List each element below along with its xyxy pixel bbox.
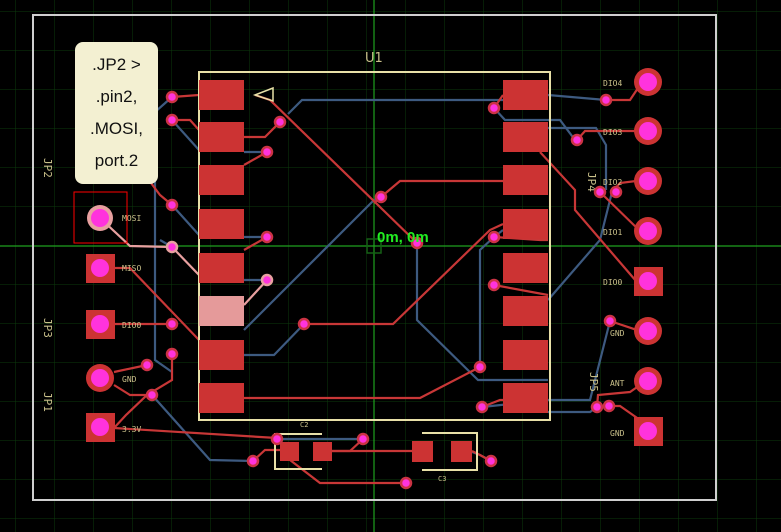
pin-label: MOSI bbox=[122, 214, 141, 223]
pin-label: DIO1 bbox=[603, 228, 622, 237]
jp5-label: JP5 bbox=[587, 372, 600, 392]
pad[interactable] bbox=[503, 383, 548, 413]
pin-label: MISO bbox=[122, 264, 141, 273]
tooltip-line: .MOSI, bbox=[90, 119, 143, 138]
u1-right-pads[interactable] bbox=[503, 80, 548, 413]
vias bbox=[140, 90, 623, 490]
pad-hole bbox=[91, 369, 109, 387]
c3-label: C3 bbox=[438, 475, 446, 483]
pad[interactable] bbox=[503, 253, 548, 283]
pad[interactable] bbox=[451, 441, 472, 462]
pin-label: GND bbox=[610, 429, 625, 438]
pad-hole bbox=[639, 272, 657, 290]
pad-hole bbox=[91, 209, 109, 227]
c2-outline bbox=[274, 433, 322, 470]
jp3-label: JP3 bbox=[41, 318, 54, 338]
pad[interactable] bbox=[199, 209, 244, 239]
pad[interactable] bbox=[313, 442, 332, 461]
pin-label: DIO0 bbox=[122, 321, 141, 330]
pad-hole bbox=[91, 418, 109, 436]
pad[interactable] bbox=[199, 253, 244, 283]
header-jp5[interactable]: JP5 GND ANT GND bbox=[587, 317, 663, 446]
u1-left-pads[interactable] bbox=[199, 80, 244, 413]
pad-hole bbox=[639, 322, 657, 340]
jp4-label: JP4 bbox=[585, 172, 598, 192]
pad-highlighted[interactable] bbox=[199, 296, 244, 326]
pad[interactable] bbox=[503, 209, 548, 239]
pad[interactable] bbox=[199, 340, 244, 370]
header-jp4[interactable]: JP4 DIO4 DIO3 DIO2 DIO1 DIO0 bbox=[585, 68, 663, 296]
pad[interactable] bbox=[280, 442, 299, 461]
tooltip-line: .JP2 > bbox=[92, 55, 141, 74]
pin-label: 3.3V bbox=[122, 425, 141, 434]
c3-outline bbox=[422, 432, 478, 471]
c2-label: C2 bbox=[300, 421, 308, 429]
pin-label: GND bbox=[610, 329, 625, 338]
pad-hole bbox=[639, 73, 657, 91]
pad-hole bbox=[91, 259, 109, 277]
tooltip-line: .pin2, bbox=[95, 87, 138, 106]
pin-label: GND bbox=[122, 375, 137, 384]
pin-label: DIO0 bbox=[603, 278, 622, 287]
pad-hole bbox=[91, 315, 109, 333]
pad-hole bbox=[639, 422, 657, 440]
pin-label: DIO3 bbox=[603, 128, 622, 137]
pad[interactable] bbox=[503, 122, 548, 152]
component-c2[interactable]: C2 bbox=[274, 421, 332, 470]
pad-hole bbox=[639, 222, 657, 240]
pad-hole bbox=[639, 172, 657, 190]
pin-label: DIO4 bbox=[603, 79, 622, 88]
jp1-label: JP1 bbox=[41, 392, 54, 412]
tooltip-line: port.2 bbox=[94, 151, 139, 170]
pad[interactable] bbox=[412, 441, 433, 462]
pin1-marker-icon bbox=[252, 86, 274, 103]
pad[interactable] bbox=[199, 165, 244, 195]
pad[interactable] bbox=[503, 340, 548, 370]
pad[interactable] bbox=[503, 296, 548, 326]
selection-box bbox=[73, 191, 128, 244]
header-jp3[interactable]: JP3 MISO DIO0 bbox=[41, 254, 141, 339]
cursor-coordinate: 0m, 0m bbox=[377, 229, 429, 246]
pad[interactable] bbox=[199, 383, 244, 413]
pad[interactable] bbox=[503, 165, 548, 195]
header-jp2[interactable]: JP2 MOSI bbox=[41, 158, 141, 244]
pad-hole bbox=[639, 122, 657, 140]
pad[interactable] bbox=[503, 80, 548, 110]
pad-tooltip: .JP2 > .pin2, .MOSI, port.2 bbox=[75, 42, 158, 184]
u1-label: U1 bbox=[365, 51, 383, 66]
pin-label: DIO2 bbox=[603, 178, 622, 187]
u1-outline bbox=[198, 71, 551, 421]
origin-marker bbox=[366, 238, 382, 254]
pin-label: ANT bbox=[610, 379, 625, 388]
header-jp1[interactable]: JP1 GND 3.3V bbox=[41, 364, 141, 442]
component-u1[interactable]: U1 bbox=[198, 51, 551, 421]
pad-hole bbox=[639, 372, 657, 390]
board-outline bbox=[32, 14, 717, 501]
pad[interactable] bbox=[199, 122, 244, 152]
pad[interactable] bbox=[199, 80, 244, 110]
jp2-label: JP2 bbox=[41, 158, 54, 178]
component-c3[interactable]: C3 bbox=[412, 432, 478, 483]
